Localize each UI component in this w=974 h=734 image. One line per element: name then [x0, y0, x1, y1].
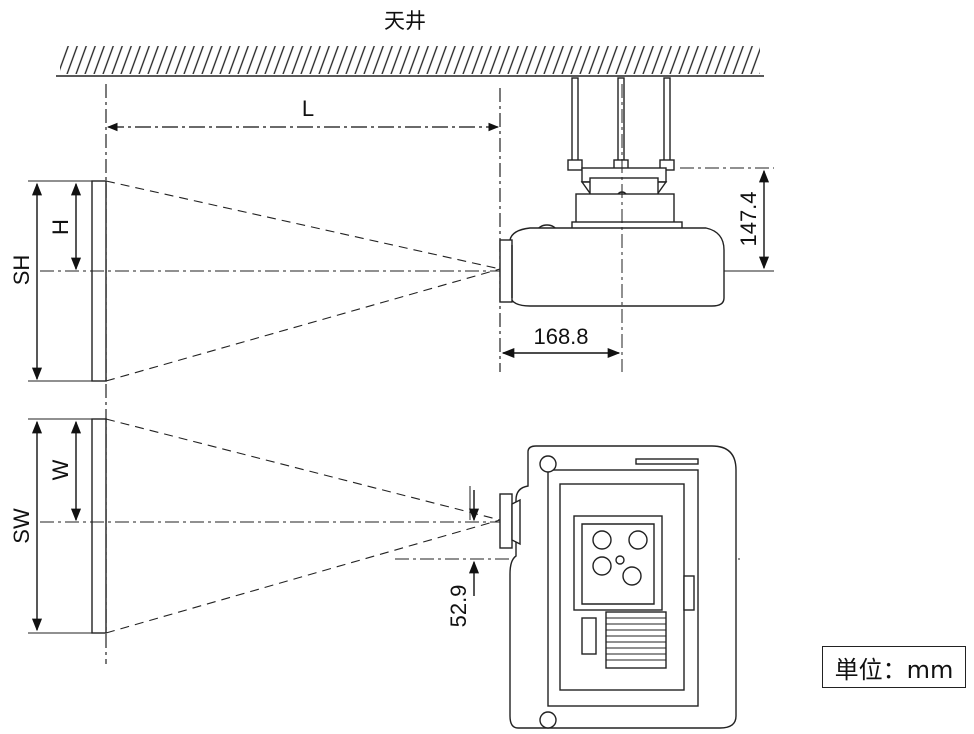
dimension-147-label: 147.4 — [736, 191, 761, 246]
dimension-L-label: L — [302, 96, 314, 121]
sw-label: SW — [9, 508, 34, 544]
unit-label: 単位：mm — [822, 646, 966, 688]
sh-label: SH — [9, 255, 34, 286]
dimension-52-label: 52.9 — [446, 585, 471, 628]
screen-bottom-view — [91, 418, 107, 634]
ceiling-label: 天井 — [384, 10, 426, 33]
projector-bottom-view — [499, 445, 737, 729]
projector-side-view — [499, 77, 725, 307]
screen-side-view — [91, 180, 107, 382]
w-label: W — [48, 459, 73, 480]
ceiling-hatch — [56, 46, 764, 77]
h-label: H — [48, 219, 73, 235]
dimension-168-label: 168.8 — [533, 324, 588, 349]
